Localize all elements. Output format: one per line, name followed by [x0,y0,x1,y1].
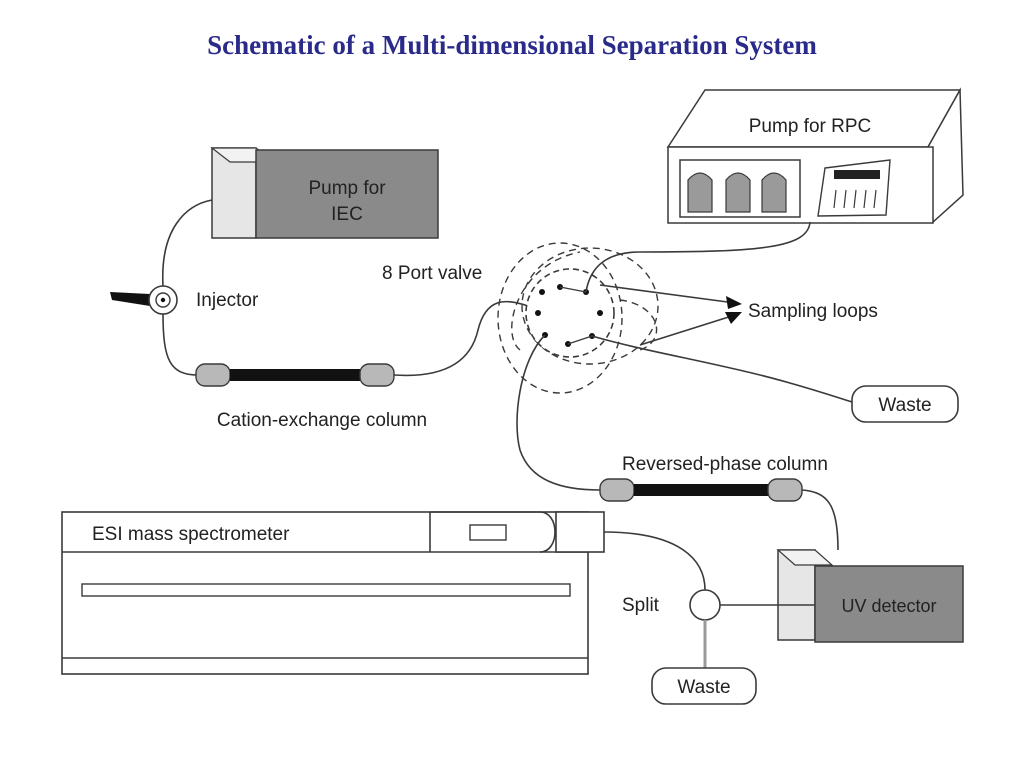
reservoir-3 [761,172,787,213]
tube-pump-iec-to-injector [162,199,213,287]
tube-valve-to-waste [591,335,853,403]
tube-pump-rpc-to-valve [585,221,811,293]
arrow-loop-upper [599,284,736,304]
loop-right [619,299,658,351]
uv-detector-label: UV detector [841,596,936,616]
waste-bottom: Waste [651,667,757,705]
pump-iec-label-1: Pump for [308,178,386,199]
cation-exchange-column: Cation-exchange column [195,363,427,431]
sampling-loop-arrows: Sampling loops [599,284,878,346]
eight-port-valve: 8 Port valve [382,242,659,394]
split: Split [622,589,815,668]
valve-channel-2 [567,335,593,345]
pump-iec-label-2: IEC [331,204,363,225]
pump-rpc-keys [833,189,877,209]
reversed-column-label: Reversed-phase column [622,454,828,475]
reversed-column-body [634,484,768,496]
pump-rpc: Pump for RPC [666,87,964,224]
esi-source [555,511,605,553]
uv-detector: UV detector [776,549,964,643]
port-valve-label: 8 Port valve [382,263,482,284]
reservoir-1 [687,172,713,213]
esi-ms-label: ESI mass spectrometer [92,524,290,545]
waste-top-box [851,385,959,423]
page-title: Schematic of a Multi-dimensional Separat… [207,30,817,60]
cation-column-label: Cation-exchange column [217,410,427,431]
esi-ms-slot [81,583,571,597]
waste-bottom-label: Waste [677,677,730,698]
reversed-column-cap-left [599,478,635,502]
cation-column-body [230,369,360,381]
loop-outer-a [497,242,623,394]
cation-column-cap-right [359,363,395,387]
valve-port-7 [535,310,541,316]
split-label: Split [622,595,660,616]
split-tee [689,589,721,621]
arrow-head-upper [726,296,742,309]
tube-injector-to-cation-column [162,313,199,376]
pump-rpc-display [834,170,880,179]
waste-top-label: Waste [878,395,931,416]
arrow-loop-lower [639,314,736,346]
esi-mass-spectrometer: ESI mass spectrometer [61,511,605,675]
tube-reversed-column-to-uv [801,489,839,551]
uv-detector-top [776,549,834,566]
waste-top: Waste [851,385,959,423]
arrow-head-lower [725,312,742,324]
injector-center [160,297,166,303]
valve-channel-1 [559,286,587,293]
esi-ms-window [469,524,507,541]
uv-detector-front [814,565,964,643]
injector: Injector [110,285,259,315]
reversed-column-cap-right [767,478,803,502]
injector-handle [110,292,150,306]
loop-left [511,251,581,351]
cation-column-cap-left [195,363,231,387]
reservoir-2 [725,172,751,213]
injector-label: Injector [196,290,259,311]
reversed-phase-column: Reversed-phase column [599,454,828,502]
pump-iec: Pump for IEC [210,147,439,239]
pump-rpc-label: Pump for RPC [749,116,871,137]
waste-bottom-box [651,667,757,705]
tube-valve-to-reversed-column [516,334,601,491]
valve-port-3 [597,310,603,316]
esi-ms-nose [430,511,556,553]
tube-esi-source-to-split [603,531,706,591]
valve-port-8 [539,289,545,295]
sampling-loops-label: Sampling loops [748,301,878,322]
tube-cation-column-to-valve [393,300,529,377]
loop-outer-b [521,247,659,365]
pump-iec-front [255,149,439,239]
